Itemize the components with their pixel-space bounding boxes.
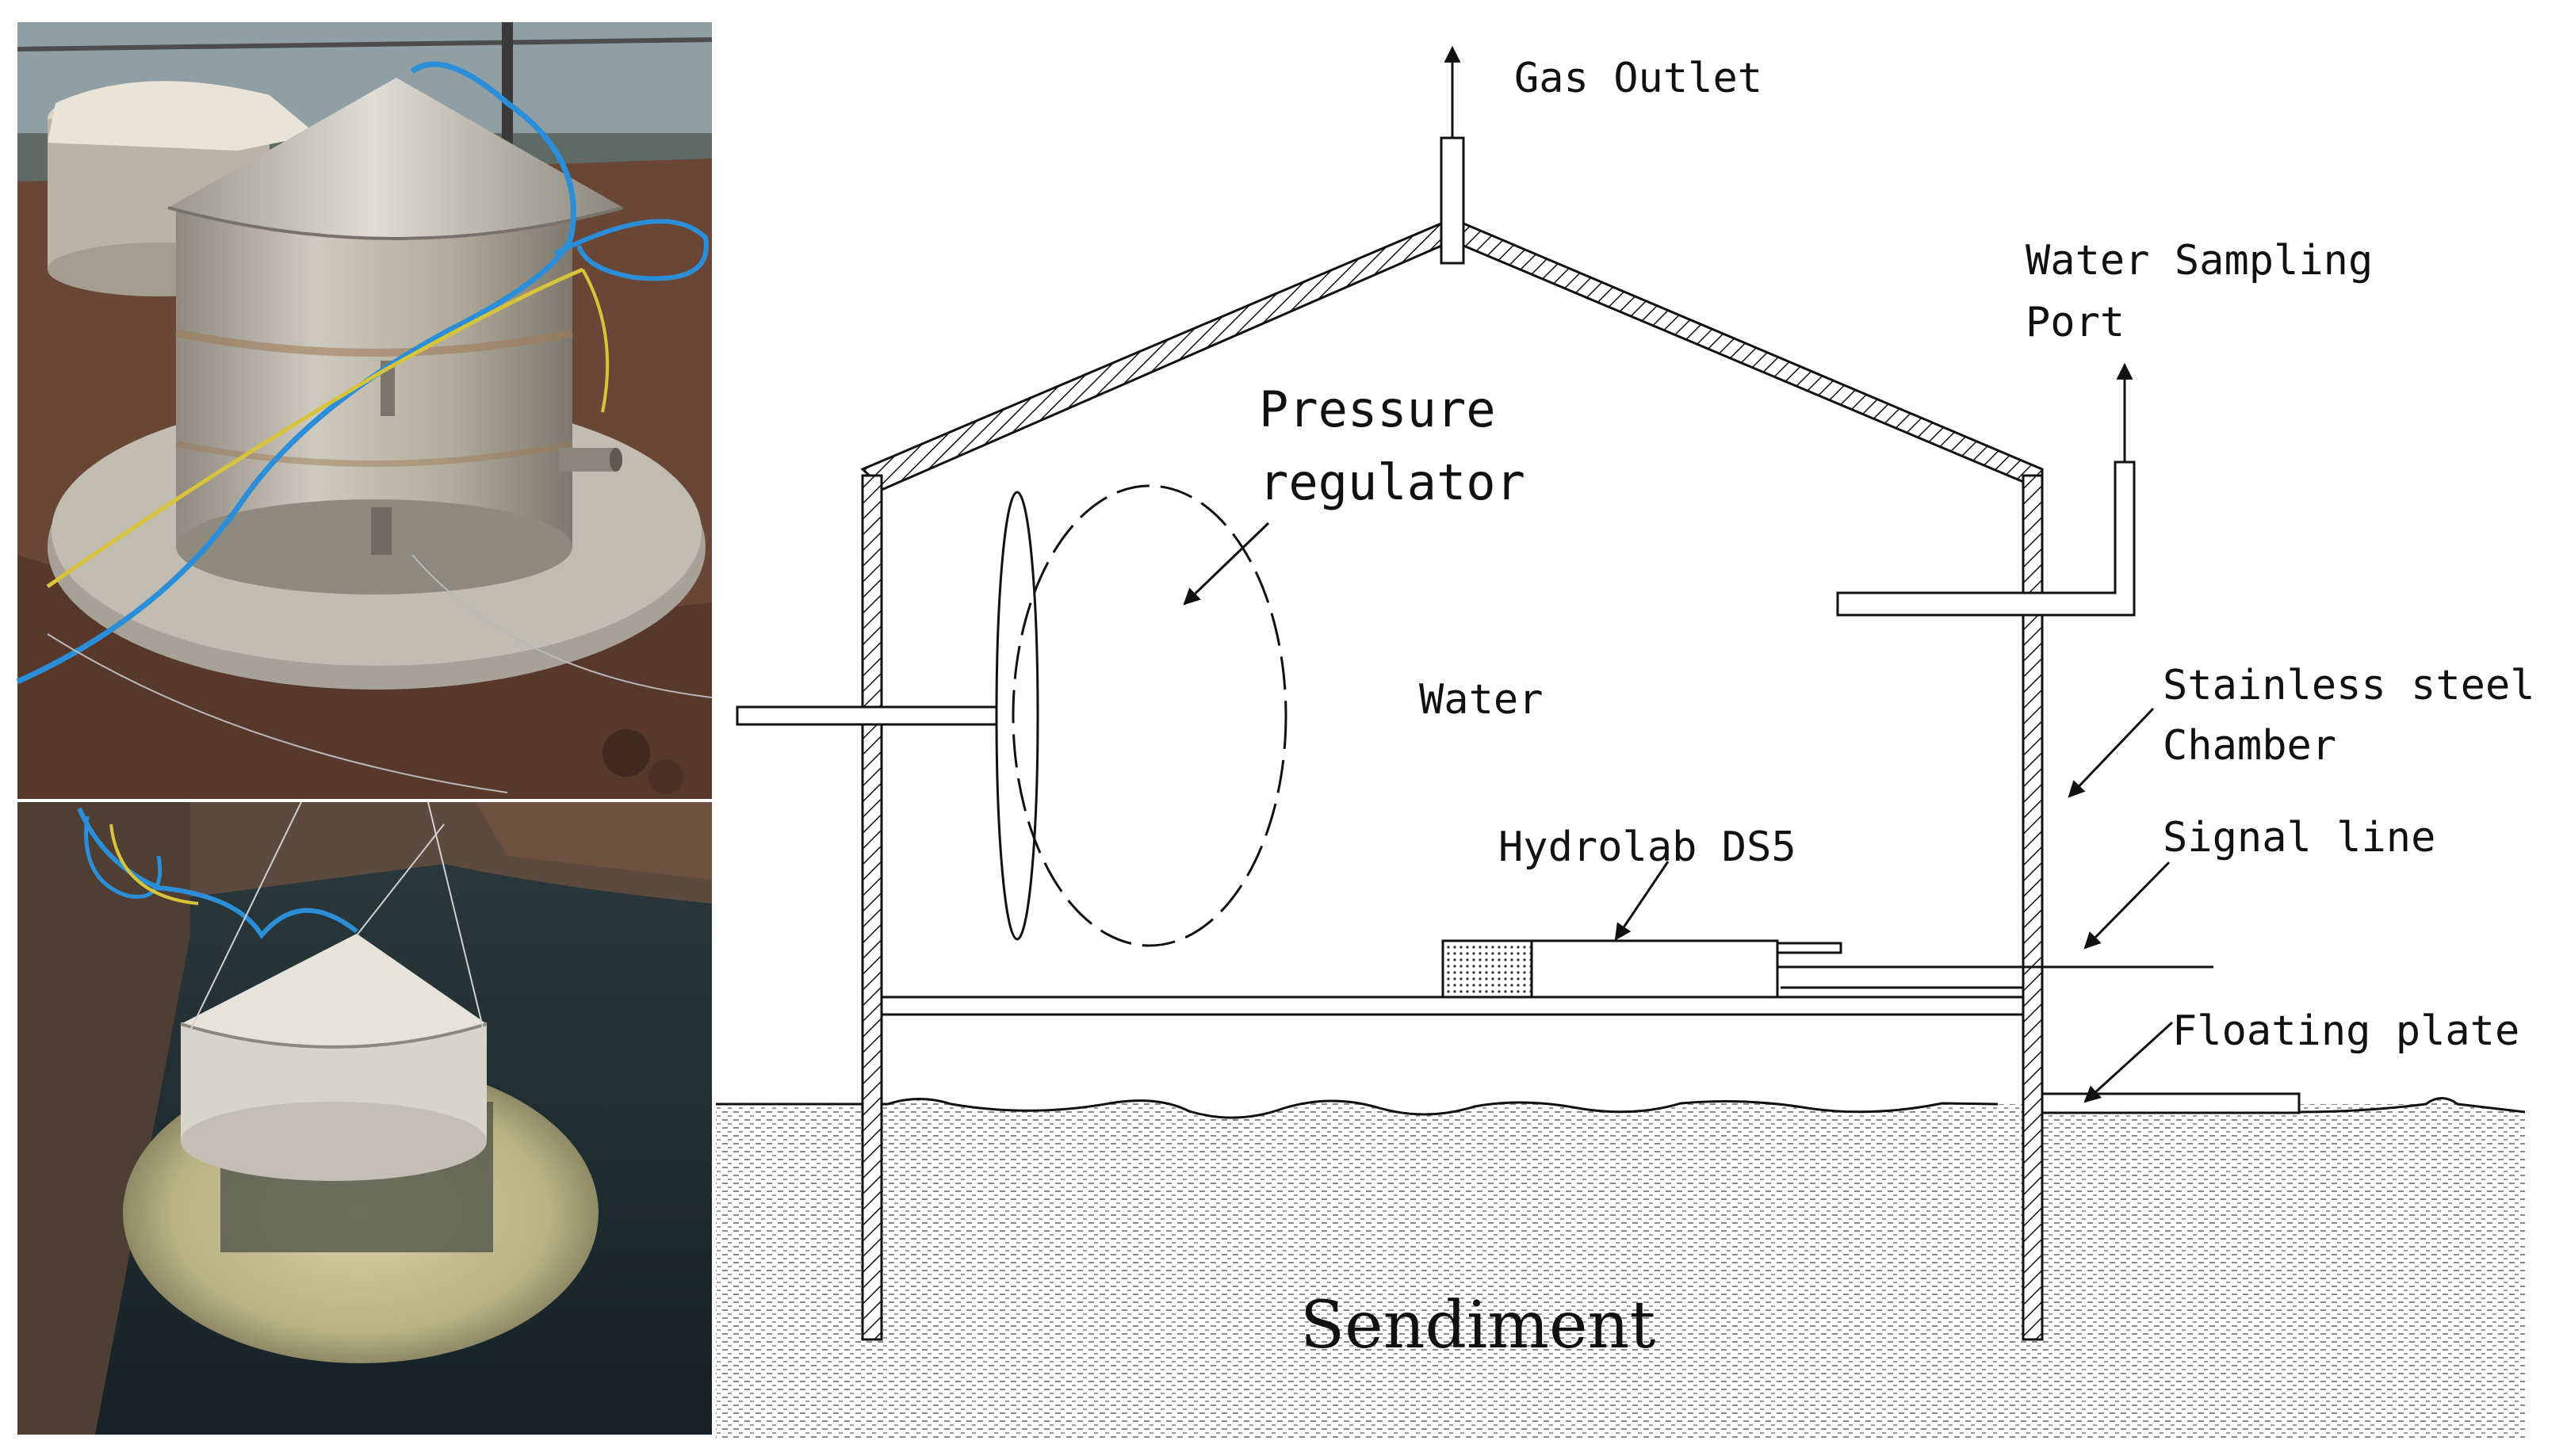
chamber-on-deck-photo [16, 22, 713, 799]
chamber-right-wall [2022, 474, 2044, 1341]
regulator-disc [995, 491, 1039, 941]
water-label: Water [1419, 676, 1544, 724]
pressure-regulator-label-1: Pressure [1259, 380, 1496, 438]
sediment-label: Sendiment [1300, 1288, 1655, 1363]
water-sampling-port-label-1: Water Sampling [2026, 237, 2373, 285]
regulator-bag [1012, 484, 1287, 947]
floating-plate [2041, 1092, 2301, 1114]
floating-plate-label: Floating plate [2172, 1007, 2519, 1055]
chamber-left-wall [861, 474, 883, 1341]
hydrolab-sensor-cap [1441, 939, 1533, 999]
stainless-steel-label-2: Chamber [2163, 722, 2336, 770]
gas-outlet-label: Gas Outlet [1514, 55, 1762, 102]
chamber-schematic [716, 45, 2526, 1438]
sediment-area [716, 1098, 2525, 1438]
internal-shelf [880, 996, 2025, 1016]
stainless-steel-label-1: Stainless steel [2163, 662, 2535, 709]
regulator-tube [736, 705, 1008, 726]
hydrolab-label: Hydrolab DS5 [1498, 824, 1796, 871]
hydrolab-body [1530, 939, 1779, 999]
pressure-regulator-label-2: regulator [1259, 453, 1525, 511]
gas-outlet-pipe [1440, 136, 1465, 265]
signal-line-label: Signal line [2163, 814, 2435, 862]
chamber-floating-in-water-photo [17, 801, 712, 1435]
water-sampling-port-label-2: Port [2026, 299, 2125, 346]
water-sampling-pipe [1836, 460, 2136, 617]
